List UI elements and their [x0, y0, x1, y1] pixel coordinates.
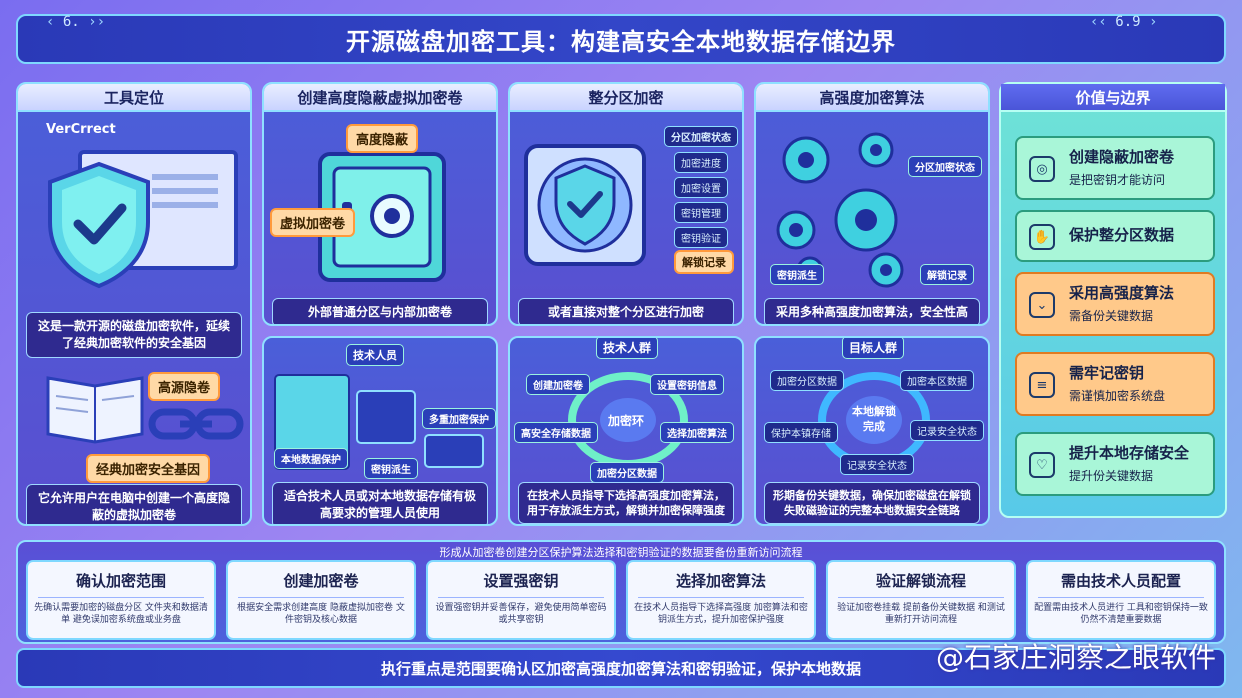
footer-text: 执行重点是范围要确认区加密高强度加密算法和密钥验证，保护本地数据 — [380, 659, 861, 678]
value-card: ✋ 保护整分区数据 — [1015, 210, 1215, 262]
hidden-volume-caption: 外部普通分区与内部加密卷 — [272, 298, 488, 324]
tech-group-caption: 在技术人员指导下选择高强度加密算法，用于存放派生方式，解锁并加密保障强度 — [518, 482, 734, 524]
panel-hidden-volume: 创建高度隐蔽虚拟加密卷 高度隐蔽 虚拟加密卷 外部普通分区与内部加密卷 — [262, 82, 498, 326]
panel-title: 整分区加密 — [510, 84, 742, 112]
panel-title: 工具定位 — [18, 84, 250, 112]
tech-label-multi-protection: 多重加密保护 — [422, 408, 496, 429]
brand-logo: VerCrrect — [46, 122, 116, 137]
tech-label-key-derivation: 密钥派生 — [364, 458, 418, 479]
note-icon: ≡ — [1029, 372, 1055, 398]
status-item: 密钥管理 — [674, 202, 728, 223]
book-icon — [46, 376, 144, 444]
chevron-double-right-icon: ›› — [79, 14, 106, 30]
chart-window — [356, 390, 416, 444]
panel-value-boundary: 价值与边界 ◎ 创建隐蔽加密卷 是把密钥才能访问 ✋ 保护整分区数据 ⌄ 采用高… — [999, 82, 1227, 518]
right-arrow-icon: › — [1140, 14, 1158, 30]
panel-title: 创建高度隐蔽虚拟加密卷 — [264, 84, 496, 112]
tech-people-caption: 适合技术人员或对本地数据存储有极高要求的管理人员使用 — [272, 482, 488, 524]
flow-header: 形成从加密卷创建分区保护算法选择和密钥验证的数据要备份重新访问流程 — [439, 546, 803, 559]
panel-tech-group: 技术人群 加密环 创建加密卷 设置密钥信息 选择加密算法 加密分区数据 高安全存… — [508, 336, 744, 526]
panel-target-group: 目标人群 本地解锁完成 加密分区数据 加密本区数据 记录安全状态 记录安全状态 … — [754, 336, 990, 526]
chevron-shield-icon: ⌄ — [1029, 292, 1055, 318]
tag-unlock-record: 解锁记录 — [920, 264, 974, 285]
panel-algorithms: 高强度加密算法 分区加密状态 密钥派生 解锁记录 采用多种高强度加密算法，安全性… — [754, 82, 990, 326]
shield-check-icon — [48, 161, 150, 289]
value-card: ≡ 需牢记密钥 需谨慎加密系统盘 — [1015, 352, 1215, 416]
value-card: ♡ 提升本地存储安全 提升份关键数据 — [1015, 432, 1215, 496]
left-arrow-icon: ‹ — [46, 14, 63, 30]
tag-partition-status: 分区加密状态 — [908, 156, 982, 177]
partition-status-title: 分区加密状态 — [664, 126, 738, 147]
flow-step: 验证解锁流程 验证加密卷挂载 提前备份关键数据 和测试重新打开访问流程 — [826, 560, 1016, 640]
hand-icon: ✋ — [1029, 224, 1055, 250]
watermark: @石家庄洞察之眼软件 — [935, 641, 1216, 674]
panel-title: 高强度加密算法 — [756, 84, 988, 112]
positioning-caption-2: 它允许用户在电脑中创建一个高度隐蔽的虚拟加密卷 — [26, 484, 242, 524]
chevron-double-left-icon: ‹‹ — [1090, 14, 1116, 30]
target-node: 保护本镇存储 — [764, 422, 838, 443]
target-node: 加密本区数据 — [900, 370, 974, 391]
tag-key-derivation: 密钥派生 — [770, 264, 824, 285]
tag-highly-hidden: 高度隐蔽 — [346, 124, 419, 153]
gauge-icon — [424, 434, 484, 468]
positioning-caption-1: 这是一款开源的磁盘加密软件，延续了经典加密软件的安全基因 — [26, 312, 242, 358]
target-node: 加密分区数据 — [770, 370, 844, 391]
panel-full-partition: 整分区加密 分区加密状态 加密进度 加密设置 密钥管理 密钥验证 解锁记录 或者… — [508, 82, 744, 326]
target-node: 记录安全状态 — [840, 454, 914, 475]
panel-tech-people: 技术人员 多重加密保护 本地数据保护 密钥派生 适合技术人员或对本地数据存储有极… — [262, 336, 498, 526]
tech-people-header: 技术人员 — [346, 344, 404, 366]
tech-node: 高安全存储数据 — [514, 422, 598, 443]
camera-icon: ◎ — [1029, 156, 1055, 182]
title-bar: 开源磁盘加密工具：构建高安全本地数据存储边界 — [16, 14, 1226, 64]
status-item-unlock: 解锁记录 — [674, 250, 734, 274]
page-title: 开源磁盘加密工具：构建高安全本地数据存储边界 — [346, 27, 896, 56]
chain-link-icon — [148, 408, 244, 440]
flow-step: 设置强密钥 设置强密钥并妥善保存，避免使用简单密码或共享密钥 — [426, 560, 616, 640]
panel-title: 价值与边界 — [1001, 84, 1225, 112]
tech-label-local-protection: 本地数据保护 — [274, 448, 348, 469]
target-group-center: 本地解锁完成 — [852, 405, 896, 433]
tag-high-source-volume: 高源隐卷 — [148, 372, 221, 401]
value-card: ◎ 创建隐蔽加密卷 是把密钥才能访问 — [1015, 136, 1215, 200]
tag-classic-security: 经典加密安全基因 — [86, 454, 211, 483]
status-item: 加密设置 — [674, 177, 728, 198]
flow-step: 需由技术人员配置 配置需由技术人员进行 工具和密钥保持一致 仍然不清楚重要数据 — [1026, 560, 1216, 640]
disk-shield-icon — [524, 144, 646, 266]
tech-group-title: 技术人群 — [596, 338, 659, 359]
tech-node: 选择加密算法 — [660, 422, 734, 443]
full-partition-caption: 或者直接对整个分区进行加密 — [518, 298, 734, 324]
algorithms-caption: 采用多种高强度加密算法，安全性高 — [764, 298, 980, 324]
version-right: ‹‹ 6.9 › — [1090, 14, 1158, 30]
flow-step: 选择加密算法 在技术人员指导下选择高强度 加密算法和密钥派生方式，提升加密保护强… — [626, 560, 816, 640]
status-item: 密钥验证 — [674, 227, 728, 248]
target-node: 记录安全状态 — [910, 420, 984, 441]
target-group-caption: 形期备份关键数据，确保加密磁盘在解锁失败磁验证的完整本地数据安全链路 — [764, 482, 980, 524]
status-item: 加密进度 — [674, 152, 728, 173]
value-card: ⌄ 采用高强度算法 需备份关键数据 — [1015, 272, 1215, 336]
target-group-title: 目标人群 — [842, 338, 905, 359]
tech-node: 创建加密卷 — [526, 374, 590, 395]
storage-shield-icon: ♡ — [1029, 452, 1055, 478]
flow-step: 创建加密卷 根据安全需求创建高度 隐蔽虚拟加密卷 文件密钥及核心数据 — [226, 560, 416, 640]
footer-bar: 执行重点是范围要确认区加密高强度加密算法和密钥验证，保护本地数据 — [16, 648, 1226, 688]
flow-step: 确认加密范围 先确认需要加密的磁盘分区 文件夹和数据清单 避免误加密系统盘或业务… — [26, 560, 216, 640]
flow-section: 形成从加密卷创建分区保护算法选择和密钥验证的数据要备份重新访问流程 确认加密范围… — [16, 540, 1226, 644]
tag-virtual-volume: 虚拟加密卷 — [270, 208, 356, 237]
tech-node: 加密分区数据 — [590, 462, 664, 483]
version-left: ‹ 6. ›› — [46, 14, 106, 30]
safe-vault-icon — [318, 152, 446, 282]
panel-tool-positioning: 工具定位 VerCrrect 这是一款开源的磁盘加密软件，延续了经典加密软件的安… — [16, 82, 252, 526]
tech-node: 设置密钥信息 — [650, 374, 724, 395]
tech-group-center: 加密环 — [608, 414, 645, 428]
